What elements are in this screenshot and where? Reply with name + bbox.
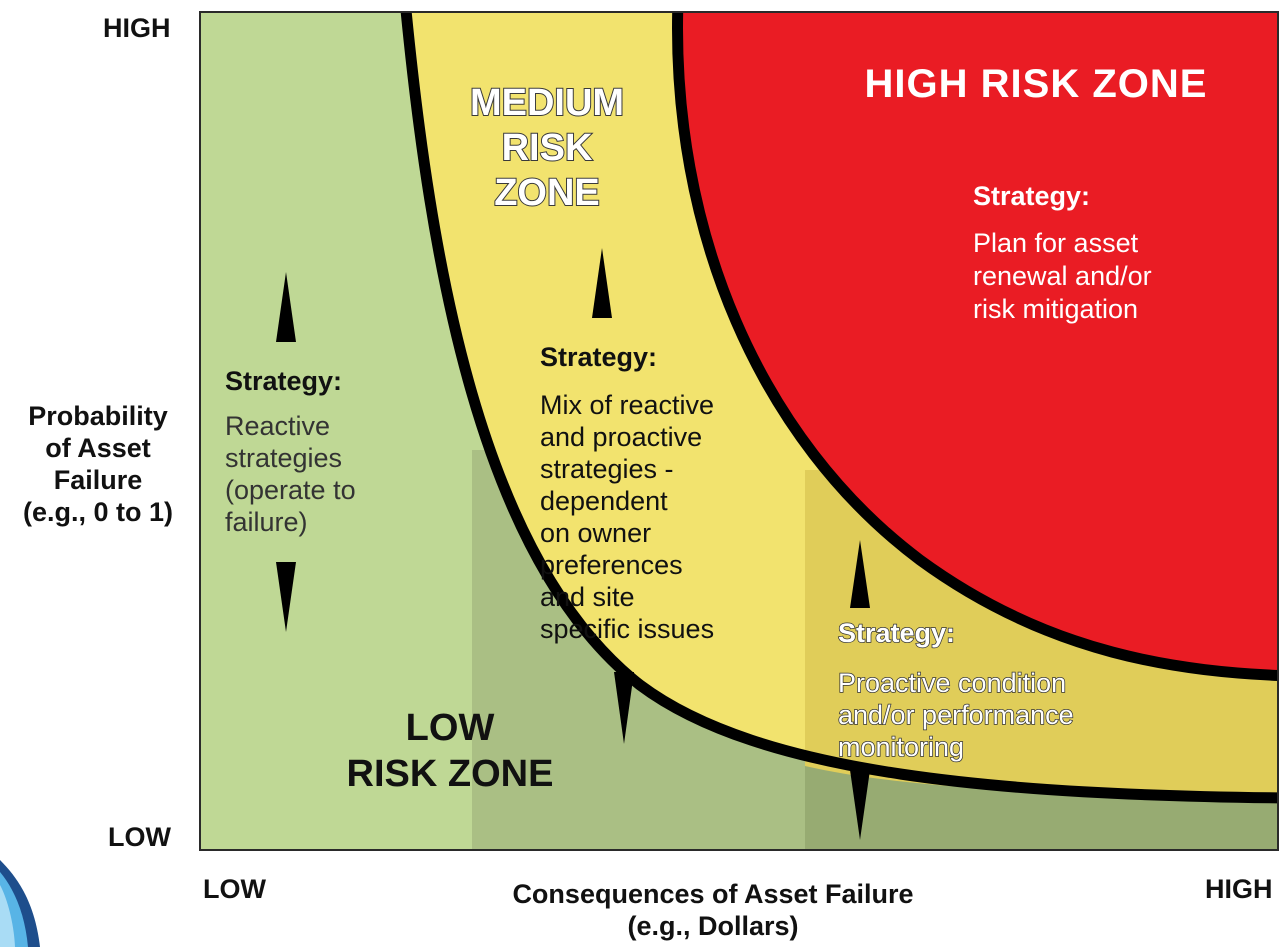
x-axis-low-label: LOW [203, 874, 266, 904]
y-axis-high-label: HIGH [103, 13, 171, 43]
medium-risk-strategy: Strategy: Mix of reactive and proactive … [540, 342, 714, 644]
x-axis-high-label: HIGH [1205, 874, 1273, 904]
zone-regions [200, 12, 1278, 850]
medium-risk-strategy-head: Strategy: [540, 342, 657, 372]
low-risk-strategy-line: Reactive [225, 411, 330, 441]
low-risk-title-line: RISK ZONE [347, 753, 554, 795]
low-risk-zone-text: LOW RISK ZONE Strategy: Reactive strateg… [225, 366, 553, 795]
high-risk-strategy-line: Plan for asset [973, 228, 1139, 258]
medium-right-strategy: Strategy: Proactive condition and/or per… [837, 617, 1074, 763]
medium-risk-strategy-line: dependent [540, 486, 668, 516]
low-risk-strategy-line: (operate to [225, 475, 356, 505]
x-axis-title-line: Consequences of Asset Failure [512, 879, 913, 909]
medium-risk-strategy-line: strategies - [540, 454, 674, 484]
medium-right-strategy-line: and/or performance [838, 700, 1074, 730]
plot-frame [199, 11, 1279, 851]
arrows [276, 248, 870, 840]
medium-right-strategy-line: Proactive condition [838, 668, 1066, 698]
y-axis-title: Probability of Asset Failure (e.g., 0 to… [23, 401, 173, 527]
arrow-down-icon [850, 770, 870, 840]
low-risk-strategy-line: strategies [225, 443, 342, 473]
x-axis-title: Consequences of Asset Failure (e.g., Dol… [512, 879, 913, 941]
arrow-up-icon [592, 248, 612, 318]
medium-risk-strategy-line: on owner [540, 518, 651, 548]
medium-risk-title-line: MEDIUM [470, 82, 624, 124]
high-risk-strategy-line: renewal and/or [973, 261, 1152, 291]
high-risk-zone-text: HIGH RISK ZONE Strategy: Plan for asset … [865, 62, 1208, 324]
y-axis-title-line: Failure [54, 465, 143, 495]
low-medium-boundary-curve [400, 12, 1278, 804]
medium-risk-zone-title: MEDIUM RISK ZONE [469, 81, 625, 215]
y-axis-title-line: (e.g., 0 to 1) [23, 497, 173, 527]
high-risk-strategy-line: risk mitigation [973, 294, 1138, 324]
medium-risk-strategy-line: and site [540, 582, 635, 612]
arrow-up-icon [276, 272, 296, 342]
medium-risk-strategy-line: preferences [540, 550, 683, 580]
x-axis-title-line: (e.g., Dollars) [627, 911, 798, 941]
corner-swoosh-pale [0, 885, 15, 947]
high-risk-strategy-head: Strategy: [973, 181, 1090, 211]
medium-high-boundary-curve [672, 12, 1278, 682]
medium-right-strategy-head: Strategy: [838, 618, 955, 648]
medium-risk-title-line: RISK [502, 127, 593, 169]
y-axis-title-line: Probability [28, 401, 168, 431]
low-risk-strategy-head: Strategy: [225, 366, 342, 396]
medium-risk-title-line: ZONE [494, 172, 600, 214]
medium-risk-strategy-line: specific issues [540, 614, 714, 644]
high-risk-region [677, 12, 1278, 676]
arrow-up-icon [850, 540, 870, 608]
y-axis-title-line: of Asset [45, 433, 151, 463]
corner-decoration [0, 860, 40, 947]
medium-risk-strategy-line: Mix of reactive [540, 390, 714, 420]
arrow-down-icon [614, 672, 634, 744]
low-risk-title-line: LOW [406, 707, 495, 749]
high-risk-zone-title: HIGH RISK ZONE [865, 62, 1208, 106]
y-axis-low-label: LOW [108, 822, 171, 852]
medium-risk-strategy-line: and proactive [540, 422, 702, 452]
arrow-down-icon [276, 562, 296, 632]
medium-right-strategy-line: monitoring [838, 732, 964, 762]
low-risk-strategy-line: failure) [225, 507, 308, 537]
